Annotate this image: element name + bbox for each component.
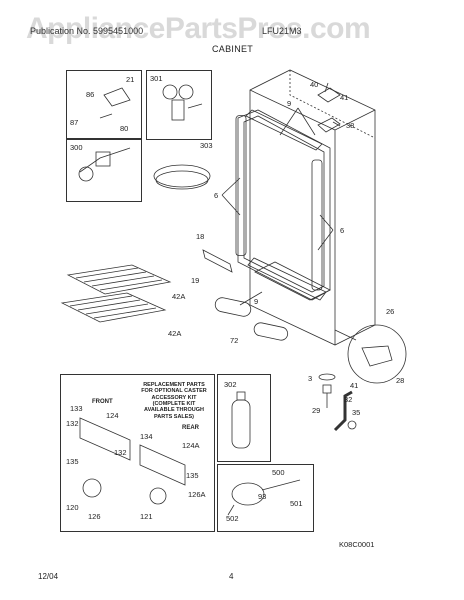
callout-302: 302 [224, 380, 237, 389]
inset-box-500 [217, 464, 314, 532]
callout-133: 133 [70, 404, 83, 413]
callout-32: 32 [344, 395, 353, 404]
callout-124a: 124A [182, 441, 200, 450]
watermark: AppliancePartsPros.com [26, 12, 371, 45]
replacement-parts-note: REPLACEMENT PARTS FOR OPTIONAL CASTER AC… [141, 382, 207, 420]
page-title: CABINET [212, 44, 254, 54]
callout-86: 86 [86, 90, 95, 99]
callout-42a-lower: 42A [168, 329, 182, 338]
footer-date: 12/04 [38, 572, 59, 581]
callout-121: 121 [140, 512, 153, 521]
publication-number: Publication No. 5995451000 [30, 26, 144, 36]
callout-93: 93 [258, 492, 267, 501]
callout-38: 38 [346, 121, 355, 130]
callout-41: 41 [340, 93, 349, 102]
diagram-code: K08C0001 [339, 540, 375, 549]
callout-41-lower: 41 [350, 381, 359, 390]
callout-501: 501 [290, 499, 303, 508]
callout-9-bottom: 9 [254, 297, 259, 306]
callout-80: 80 [120, 124, 129, 133]
callout-124: 124 [106, 411, 119, 420]
callout-135-front: 135 [66, 457, 79, 466]
callout-9-top: 9 [287, 99, 292, 108]
callout-3: 3 [308, 374, 313, 383]
front-label: FRONT [92, 399, 113, 405]
callout-26: 26 [386, 307, 395, 316]
callout-29: 29 [312, 406, 321, 415]
callout-301: 301 [150, 74, 163, 83]
callout-303: 303 [200, 141, 213, 150]
footer-page-number: 4 [229, 572, 234, 581]
callout-502: 502 [226, 514, 239, 523]
inset-box-300 [66, 138, 142, 202]
inset-box-301 [146, 70, 212, 140]
callout-132-upper: 132 [66, 419, 79, 428]
callout-40: 40 [310, 80, 319, 89]
callout-126a: 126A [188, 490, 206, 499]
callout-120: 120 [66, 503, 79, 512]
callout-134: 134 [140, 432, 153, 441]
callout-72: 72 [230, 336, 239, 345]
rear-label: REAR [182, 425, 200, 431]
inset-box-302 [217, 374, 271, 462]
callout-42a-upper: 42A [172, 292, 186, 301]
callout-132-lower: 132 [114, 448, 127, 457]
model-number: LFU21M3 [262, 26, 302, 36]
callout-6-left: 6 [214, 191, 219, 200]
inset-box-21 [66, 70, 142, 140]
callout-135-rear: 135 [186, 471, 199, 480]
callout-28: 28 [396, 376, 405, 385]
callout-500: 500 [272, 468, 285, 477]
callout-18: 18 [196, 232, 205, 241]
callout-6-right: 6 [340, 226, 345, 235]
callout-19: 19 [191, 276, 200, 285]
callout-35: 35 [352, 408, 361, 417]
inset-box-caster-kit [60, 374, 215, 532]
callout-300: 300 [70, 143, 83, 152]
callout-126: 126 [88, 512, 101, 521]
callout-87: 87 [70, 118, 79, 127]
callout-21: 21 [126, 75, 135, 84]
